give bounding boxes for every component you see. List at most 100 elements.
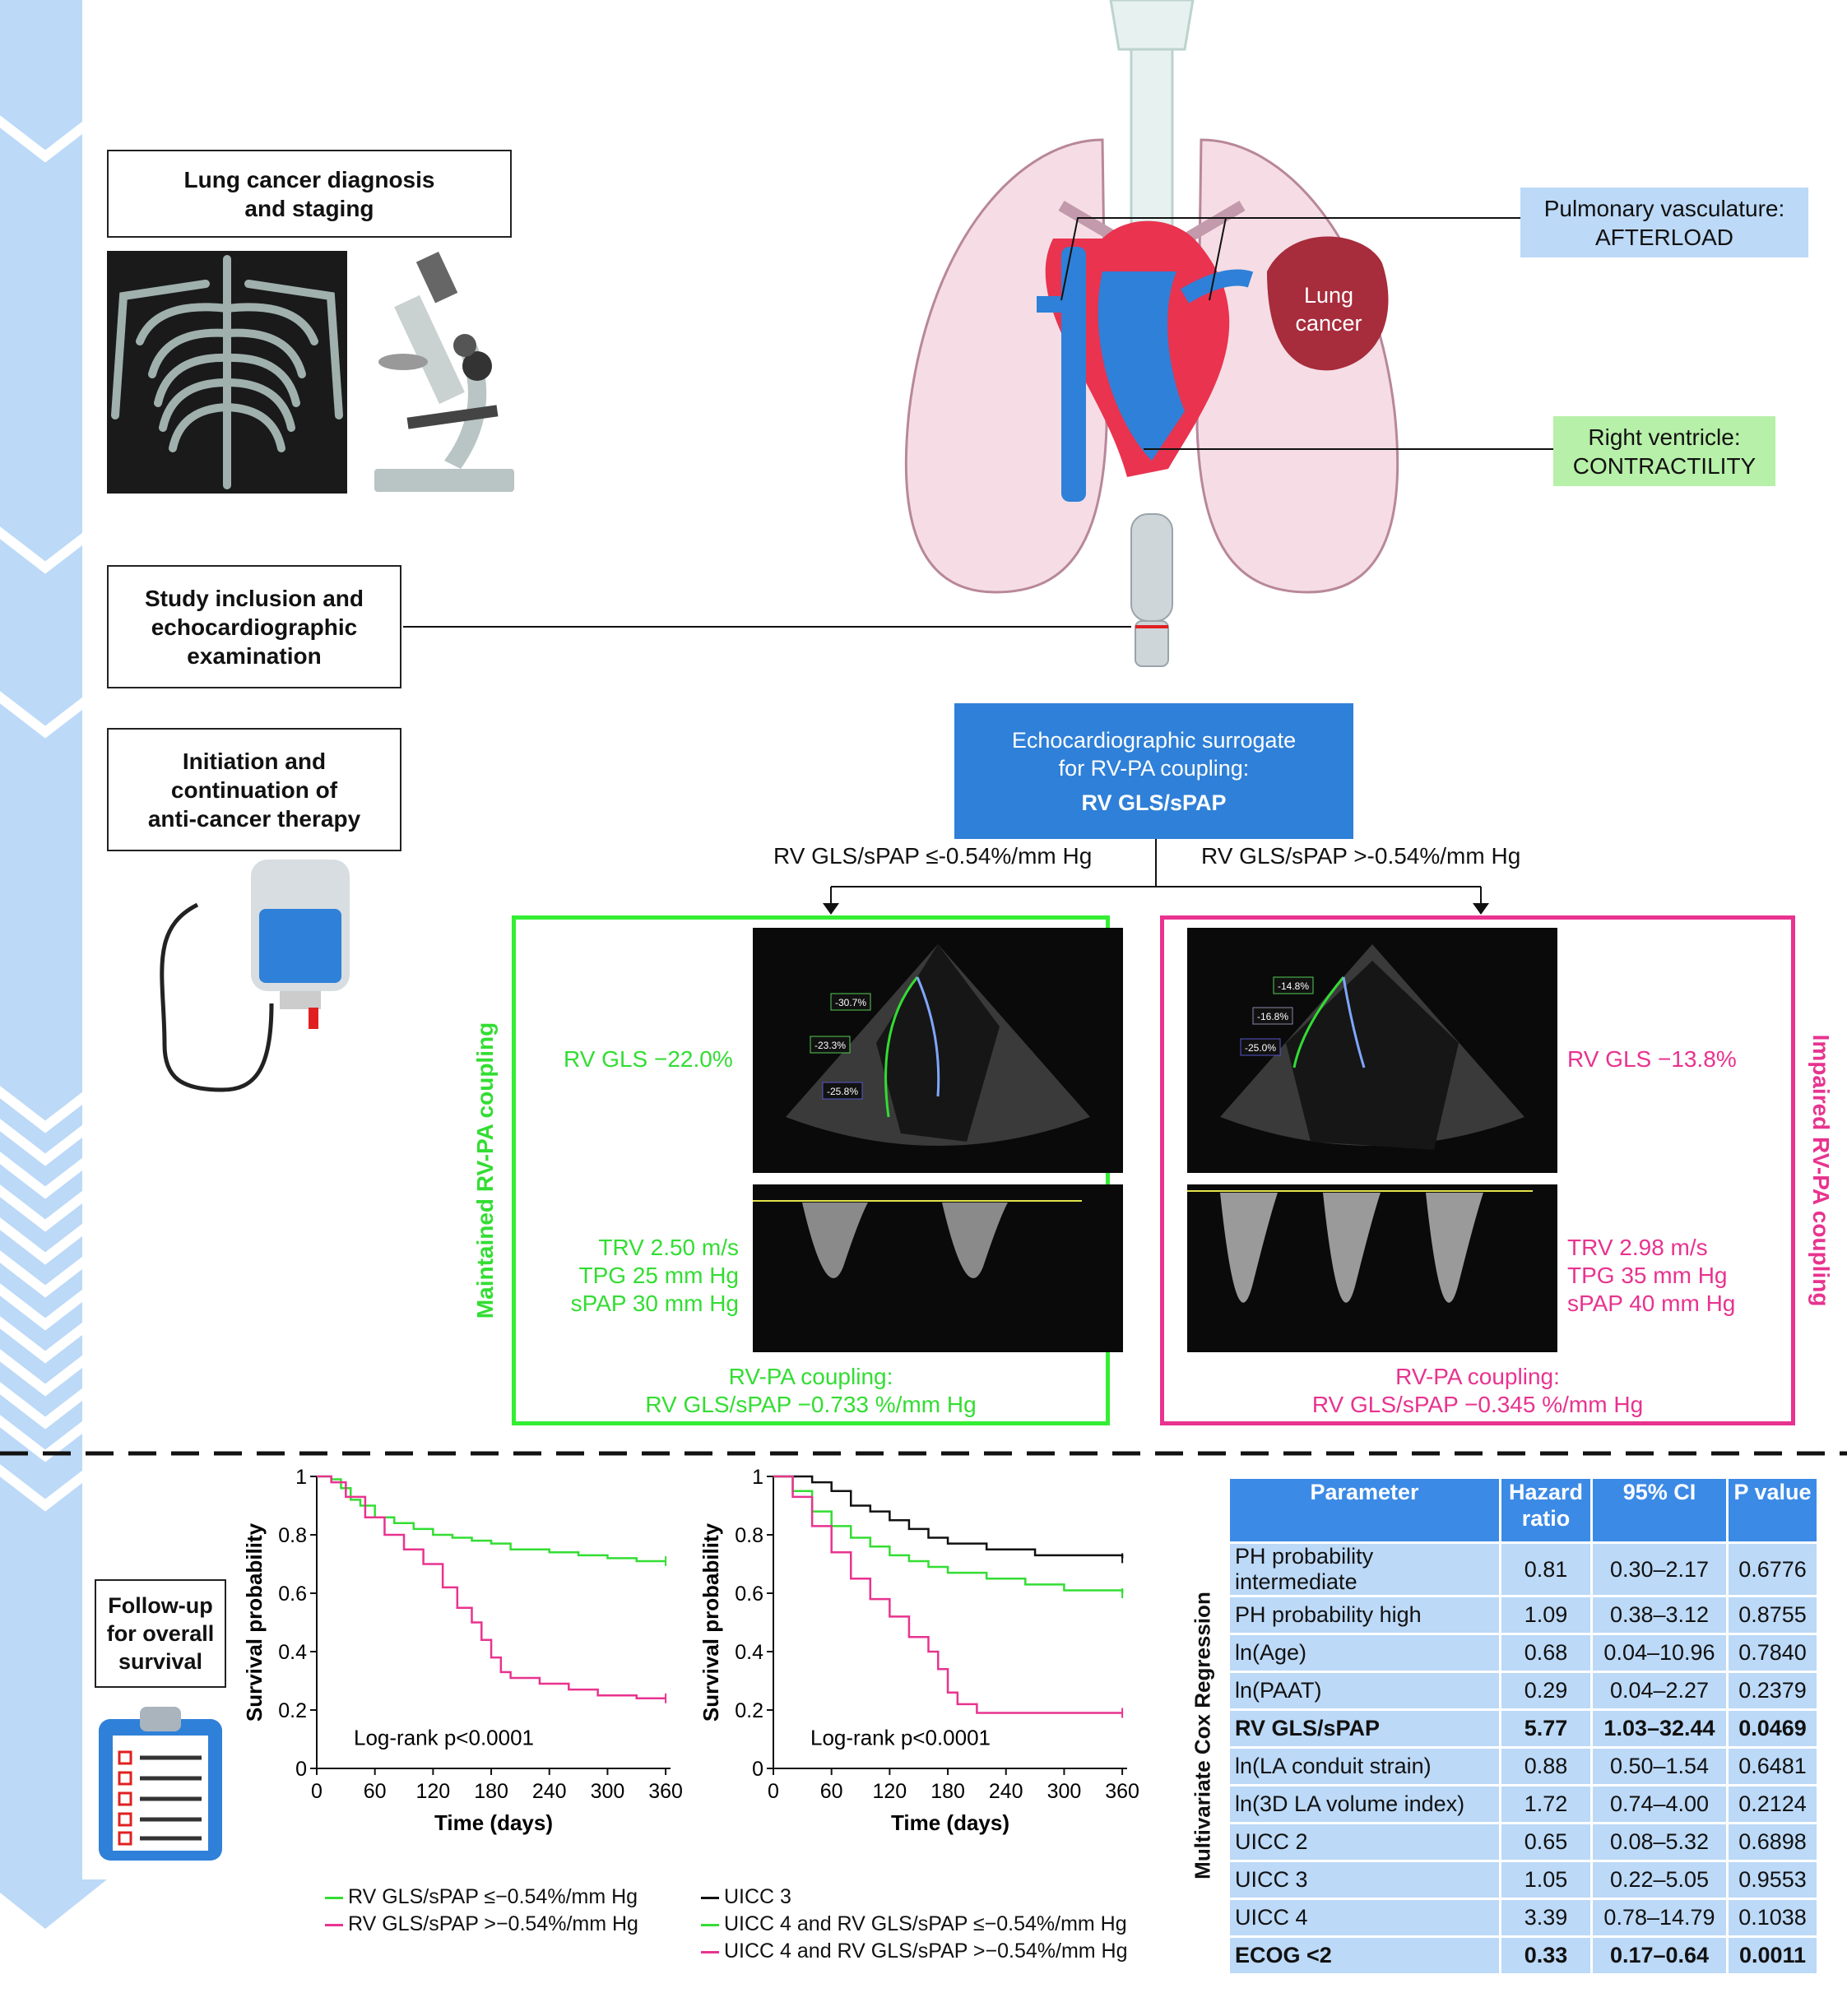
connector-lines xyxy=(403,217,1576,915)
cox-cell-hr: 0.29 xyxy=(1501,1673,1590,1708)
x-tick-label: 60 xyxy=(364,1780,387,1803)
impaired-seg-2: -16.8% xyxy=(1257,1011,1288,1022)
cox-cell-ci: 0.50–1.54 xyxy=(1593,1749,1726,1784)
x-axis-label: Time (days) xyxy=(891,1810,1009,1835)
chest-xray-icon xyxy=(107,251,347,494)
y-tick-label: 0.6 xyxy=(278,1583,307,1606)
step-followup: Follow-up for overall survival xyxy=(95,1579,226,1688)
cox-cell-ci: 0.04–10.96 xyxy=(1593,1635,1726,1671)
impaired-seg-3: -25.0% xyxy=(1245,1042,1276,1054)
cox-cell-hr: 1.72 xyxy=(1501,1787,1590,1822)
x-tick-label: 360 xyxy=(648,1780,683,1803)
cox-cell-p: 0.2124 xyxy=(1729,1787,1817,1822)
cox-header: 95% CI xyxy=(1593,1479,1726,1541)
maintained-doppler-trace xyxy=(753,1184,1123,1352)
afterload-label: Pulmonary vasculature: AFTERLOAD xyxy=(1520,188,1808,257)
impaired-strain-echo: -14.8% -16.8% -25.0% xyxy=(1187,928,1557,1173)
cox-cell-hr: 0.81 xyxy=(1501,1544,1590,1595)
cox-cell-param: ln(LA conduit strain) xyxy=(1230,1749,1499,1784)
step-therapy: Initiation and continuation of anti-canc… xyxy=(107,728,401,851)
iv-bag-icon xyxy=(160,860,350,1092)
cox-cell-param: PH probability intermediate xyxy=(1230,1544,1499,1595)
cox-cell-param: UICC 4 xyxy=(1230,1900,1499,1935)
legend-label: RV GLS/sPAP >−0.54%/mm Hg xyxy=(348,1912,638,1935)
lungs-heart-illustration: Lung cancer xyxy=(904,0,1399,667)
cox-cell-ci: 0.74–4.00 xyxy=(1593,1787,1726,1822)
legend-item: RV GLS/sPAP >−0.54%/mm Hg xyxy=(325,1911,638,1938)
cox-table-wrap: Parameter Hazard ratio 95% CI P value PH… xyxy=(1227,1476,1819,1976)
microscope-icon xyxy=(374,252,514,492)
cox-cell-ci: 0.17–0.64 xyxy=(1593,1938,1726,1973)
legend-chart-1: RV GLS/sPAP ≤−0.54%/mm Hg RV GLS/sPAP >−… xyxy=(325,1884,638,1938)
cox-cell-ci: 0.30–2.17 xyxy=(1593,1544,1726,1595)
cox-cell-param: PH probability high xyxy=(1230,1597,1499,1633)
tumor-label-line2: cancer xyxy=(1295,311,1362,336)
maintained-seg-3: -25.8% xyxy=(827,1086,858,1097)
km-series-line xyxy=(773,1475,1124,1559)
x-tick-label: 60 xyxy=(820,1780,843,1803)
x-axis-label: Time (days) xyxy=(434,1810,553,1835)
cox-side-label: Multivariate Cox Regression xyxy=(1190,1592,1215,1879)
x-tick-label: 300 xyxy=(1047,1780,1082,1803)
cox-cell-p: 0.0469 xyxy=(1729,1711,1817,1746)
cox-cell-ci: 0.78–14.79 xyxy=(1593,1900,1726,1935)
cox-header: Hazard ratio xyxy=(1501,1479,1590,1541)
legend-label: UICC 3 xyxy=(724,1885,791,1908)
impaired-title: Impaired RV-PA coupling xyxy=(1808,1034,1834,1307)
cox-cell-param: RV GLS/sPAP xyxy=(1230,1711,1499,1746)
cox-cell-p: 0.0011 xyxy=(1729,1938,1817,1973)
impaired-seg-1: -14.8% xyxy=(1278,980,1309,992)
surrogate-title: Echocardiographic surrogate for RV-PA co… xyxy=(1011,727,1297,781)
y-tick-label: 0.8 xyxy=(735,1524,763,1547)
cox-cell-param: ln(Age) xyxy=(1230,1635,1499,1671)
cox-cell-p: 0.6481 xyxy=(1729,1749,1817,1784)
impaired-doppler-trace xyxy=(1187,1184,1557,1352)
cox-cell-hr: 3.39 xyxy=(1501,1900,1590,1935)
cox-cell-p: 0.6898 xyxy=(1729,1824,1817,1860)
legend-label: UICC 4 and RV GLS/sPAP >−0.54%/mm Hg xyxy=(724,1940,1128,1963)
x-tick-label: 240 xyxy=(989,1780,1023,1803)
legend-chart-2: UICC 3 UICC 4 and RV GLS/sPAP ≤−0.54%/mm… xyxy=(701,1884,1128,1965)
cox-cell-param: ln(PAAT) xyxy=(1230,1673,1499,1708)
impaired-doppler: TRV 2.98 m/s TPG 35 mm Hg sPAP 40 mm Hg xyxy=(1567,1235,1736,1316)
cox-cell-param: UICC 2 xyxy=(1230,1824,1499,1860)
timeline-arrow xyxy=(0,0,107,1929)
km-series-line xyxy=(773,1475,1123,1714)
x-tick-label: 240 xyxy=(532,1780,567,1803)
x-tick-label: 120 xyxy=(873,1780,907,1803)
cox-cell-p: 0.2379 xyxy=(1729,1673,1817,1708)
y-tick-label: 0 xyxy=(295,1758,307,1781)
annotation-logrank: Log-rank p<0.0001 xyxy=(810,1726,991,1750)
impaired-coupling: RV-PA coupling: RV GLS/sPAP −0.345 %/mm … xyxy=(1311,1364,1644,1417)
y-tick-label: 0.8 xyxy=(278,1524,307,1547)
x-tick-label: 120 xyxy=(416,1780,451,1803)
cox-cell-p: 0.6776 xyxy=(1729,1544,1817,1595)
impaired-gls: RV GLS −13.8% xyxy=(1567,1046,1737,1072)
step-diagnosis: Lung cancer diagnosis and staging xyxy=(107,150,512,238)
y-tick-label: 0.4 xyxy=(735,1641,763,1664)
y-tick-label: 0.6 xyxy=(735,1583,763,1606)
y-axis-label: Survival probability xyxy=(242,1522,267,1722)
cox-cell-hr: 0.88 xyxy=(1501,1749,1590,1784)
y-tick-label: 0 xyxy=(752,1758,763,1781)
x-tick-label: 180 xyxy=(474,1780,508,1803)
cox-cell-hr: 1.09 xyxy=(1501,1597,1590,1633)
cox-cell-hr: 5.77 xyxy=(1501,1711,1590,1746)
maintained-gls: RV GLS −22.0% xyxy=(564,1046,733,1072)
branch-left-label: RV GLS/sPAP ≤-0.54%/mm Hg xyxy=(773,843,1093,869)
cox-cell-hr: 1.05 xyxy=(1501,1862,1590,1898)
y-tick-label: 0.2 xyxy=(278,1699,307,1722)
maintained-title: Maintained RV-PA coupling xyxy=(472,1022,498,1319)
legend-label: UICC 4 and RV GLS/sPAP ≤−0.54%/mm Hg xyxy=(724,1912,1127,1935)
maintained-doppler: TRV 2.50 m/s TPG 25 mm Hg sPAP 30 mm Hg xyxy=(570,1235,739,1316)
y-tick-label: 1 xyxy=(295,1466,307,1489)
